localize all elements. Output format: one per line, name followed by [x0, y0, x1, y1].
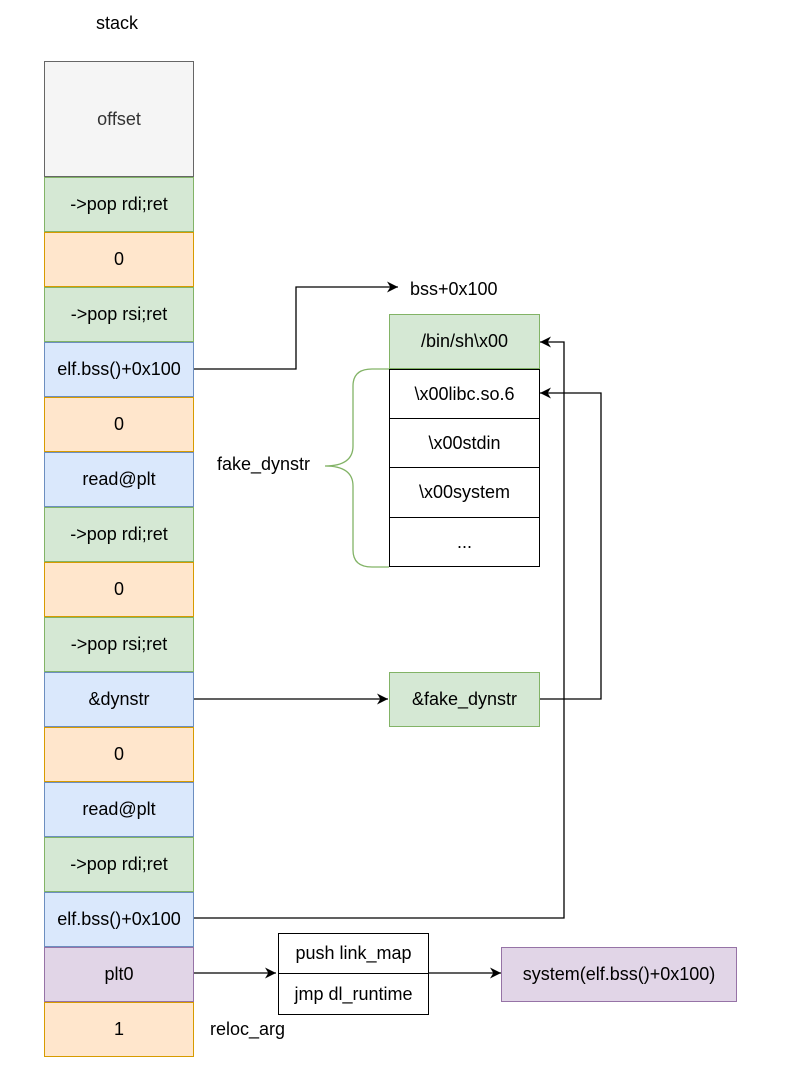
fake-dynstr-label: fake_dynstr: [217, 454, 311, 474]
stack-cell-zero: 0: [44, 562, 194, 617]
bss-label: bss+0x100: [410, 279, 498, 299]
dynstr-cell-libc: \x00libc.so.6: [389, 369, 540, 419]
stack-cell-zero: 0: [44, 232, 194, 287]
stack-cell-elf-bss: elf.bss()+0x100: [44, 342, 194, 397]
bss-cell-binsh: /bin/sh\x00: [389, 314, 540, 369]
stack-cell-plt0: plt0: [44, 947, 194, 1002]
stack-cell-zero: 0: [44, 397, 194, 452]
arrow-bss-to-binsh: [194, 336, 565, 919]
system-call-box: system(elf.bss()+0x100): [501, 947, 737, 1002]
dynstr-cell-system: \x00system: [389, 467, 540, 518]
stack-cell-elf-bss: elf.bss()+0x100: [44, 892, 194, 947]
plt-push-link-map: push link_map: [278, 933, 429, 974]
arrow-fake-to-dynstr-start: [539, 387, 602, 700]
stack-title: stack: [96, 13, 139, 33]
stack-cell-pop-rdi: ->pop rdi;ret: [44, 507, 194, 562]
fake-dynstr-brace: [324, 368, 389, 568]
stack-cell-reloc-arg: 1: [44, 1002, 194, 1057]
fake-dynstr-pointer: &fake_dynstr: [389, 672, 540, 727]
stack-cell-pop-rsi: ->pop rsi;ret: [44, 617, 194, 672]
stack-cell-offset: offset: [44, 61, 194, 177]
stack-cell-read-plt: read@plt: [44, 782, 194, 837]
plt-jmp-dl-runtime: jmp dl_runtime: [278, 973, 429, 1015]
dynstr-cell-stdin: \x00stdin: [389, 418, 540, 468]
stack-cell-pop-rsi: ->pop rsi;ret: [44, 287, 194, 342]
arrow-bss-to-label: [194, 281, 398, 370]
stack-cell-pop-rdi: ->pop rdi;ret: [44, 837, 194, 892]
stack-cell-pop-rdi: ->pop rdi;ret: [44, 177, 194, 232]
stack-cell-zero: 0: [44, 727, 194, 782]
stack-cell-read-plt: read@plt: [44, 452, 194, 507]
dynstr-cell-more: ...: [389, 517, 540, 567]
reloc-arg-label: reloc_arg: [210, 1019, 286, 1039]
stack-cell-dynstr: &dynstr: [44, 672, 194, 727]
